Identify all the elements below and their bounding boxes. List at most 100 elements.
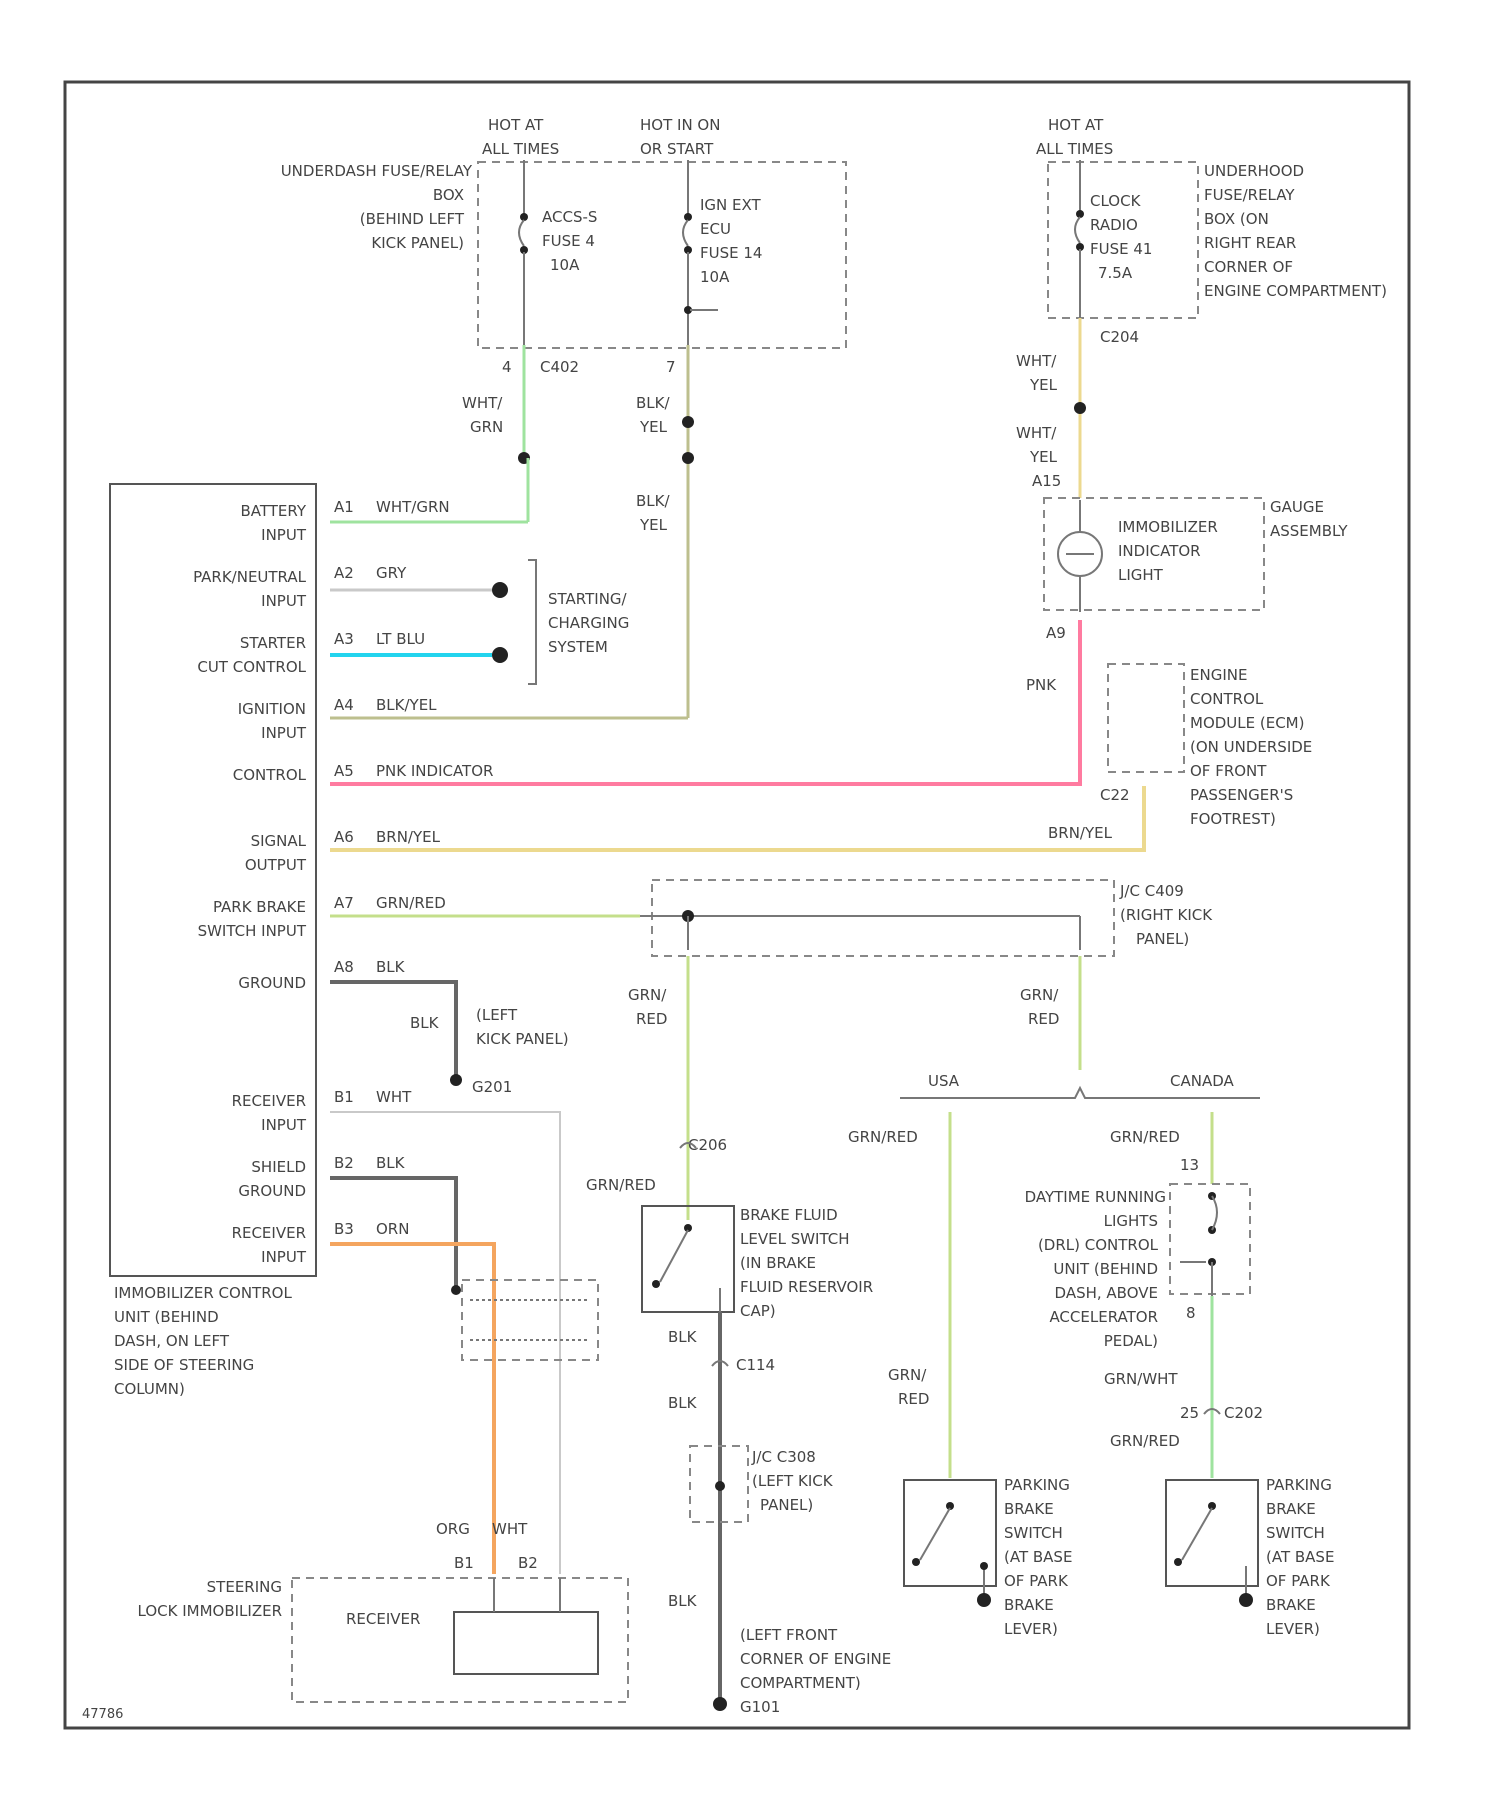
svg-text:SIGNAL: SIGNAL — [251, 832, 307, 850]
svg-text:SYSTEM: SYSTEM — [548, 638, 608, 656]
svg-text:RADIO: RADIO — [1090, 216, 1138, 234]
svg-text:COMPARTMENT): COMPARTMENT) — [740, 1674, 861, 1692]
svg-text:C114: C114 — [736, 1356, 775, 1374]
svg-text:INPUT: INPUT — [261, 526, 307, 544]
svg-text:WHT/: WHT/ — [1016, 352, 1057, 370]
brake-fluid-level-switch: C206 GRN/RED BRAKE FLUID LEVEL SWITCH (I… — [586, 1136, 891, 1716]
svg-text:USA: USA — [928, 1072, 960, 1090]
svg-text:OUTPUT: OUTPUT — [245, 856, 307, 874]
svg-text:BRAKE: BRAKE — [1266, 1596, 1316, 1614]
underhood-fuse-box: HOT AT ALL TIMES UNDERHOOD FUSE/RELAY BO… — [1036, 116, 1387, 346]
svg-text:KICK PANEL): KICK PANEL) — [371, 234, 464, 252]
svg-text:GRN/RED: GRN/RED — [586, 1176, 656, 1194]
svg-text:COLUMN): COLUMN) — [114, 1380, 185, 1398]
svg-text:(LEFT: (LEFT — [476, 1006, 518, 1024]
svg-text:A3: A3 — [334, 630, 354, 648]
svg-text:GRN/RED: GRN/RED — [1110, 1432, 1180, 1450]
svg-text:25: 25 — [1180, 1404, 1199, 1422]
svg-text:BLK: BLK — [410, 1014, 440, 1032]
svg-text:GRN: GRN — [470, 418, 503, 436]
svg-text:(LEFT KICK: (LEFT KICK — [752, 1472, 834, 1490]
svg-text:BLK: BLK — [376, 1154, 406, 1172]
svg-text:CONTROL: CONTROL — [233, 766, 307, 784]
svg-text:GRN/RED: GRN/RED — [1110, 1128, 1180, 1146]
svg-text:PNK: PNK — [1026, 676, 1057, 694]
svg-text:LEVER): LEVER) — [1004, 1620, 1058, 1638]
svg-text:FOOTREST): FOOTREST) — [1190, 810, 1276, 828]
svg-text:BRAKE FLUID: BRAKE FLUID — [740, 1206, 838, 1224]
svg-text:DAYTIME RUNNING: DAYTIME RUNNING — [1025, 1188, 1166, 1206]
svg-text:GRN/: GRN/ — [888, 1366, 927, 1384]
svg-text:PEDAL): PEDAL) — [1104, 1332, 1158, 1350]
svg-text:PARK/NEUTRAL: PARK/NEUTRAL — [193, 568, 307, 586]
svg-text:BRAKE: BRAKE — [1004, 1596, 1054, 1614]
svg-text:ORG: ORG — [436, 1520, 470, 1538]
svg-text:ENGINE: ENGINE — [1190, 666, 1247, 684]
svg-text:MODULE (ECM): MODULE (ECM) — [1190, 714, 1304, 732]
svg-text:CLOCK: CLOCK — [1090, 192, 1142, 210]
svg-text:B2: B2 — [334, 1154, 354, 1172]
svg-text:A4: A4 — [334, 696, 354, 714]
svg-text:WHT/GRN: WHT/GRN — [376, 498, 450, 516]
svg-text:YEL: YEL — [639, 516, 668, 534]
svg-text:RIGHT REAR: RIGHT REAR — [1204, 234, 1296, 252]
svg-text:GRN/RED: GRN/RED — [376, 894, 446, 912]
svg-text:LOCK IMMOBILIZER: LOCK IMMOBILIZER — [138, 1602, 283, 1620]
svg-text:(RIGHT KICK: (RIGHT KICK — [1120, 906, 1213, 924]
svg-text:A6: A6 — [334, 828, 354, 846]
svg-text:PARKING: PARKING — [1266, 1476, 1332, 1494]
svg-text:A1: A1 — [334, 498, 354, 516]
svg-text:CORNER OF ENGINE: CORNER OF ENGINE — [740, 1650, 891, 1668]
svg-text:4: 4 — [502, 358, 512, 376]
svg-text:GRN/: GRN/ — [1020, 986, 1059, 1004]
svg-text:CONTROL: CONTROL — [1190, 690, 1264, 708]
svg-text:G201: G201 — [472, 1078, 512, 1096]
svg-text:IGN EXT: IGN EXT — [700, 196, 762, 214]
svg-text:GRN/: GRN/ — [628, 986, 667, 1004]
immobilizer-control-unit: IMMOBILIZER CONTROL UNIT (BEHIND DASH, O… — [110, 484, 493, 1398]
svg-text:ENGINE COMPARTMENT): ENGINE COMPARTMENT) — [1204, 282, 1387, 300]
svg-text:PASSENGER'S: PASSENGER'S — [1190, 786, 1293, 804]
svg-text:A5: A5 — [334, 762, 354, 780]
svg-text:LEVEL SWITCH: LEVEL SWITCH — [740, 1230, 850, 1248]
svg-text:RED: RED — [1028, 1010, 1059, 1028]
svg-text:IGNITION: IGNITION — [238, 700, 306, 718]
svg-text:13: 13 — [1180, 1156, 1199, 1174]
gauge-assembly: IMMOBILIZER INDICATOR LIGHT GAUGE ASSEMB… — [1026, 498, 1348, 694]
svg-text:B1: B1 — [334, 1088, 354, 1106]
svg-text:STEERING: STEERING — [207, 1578, 282, 1596]
svg-text:C402: C402 — [540, 358, 579, 376]
svg-text:KICK PANEL): KICK PANEL) — [476, 1030, 569, 1048]
svg-text:BLK: BLK — [376, 958, 406, 976]
svg-text:OF FRONT: OF FRONT — [1190, 762, 1267, 780]
svg-text:RECEIVER: RECEIVER — [232, 1224, 306, 1242]
svg-text:BATTERY: BATTERY — [240, 502, 306, 520]
svg-text:LEVER): LEVER) — [1266, 1620, 1320, 1638]
top-wires: WHT/ GRN BLK/ YEL BLK/ YEL WHT/ YEL WHT/… — [462, 318, 1086, 718]
svg-text:BOX (ON: BOX (ON — [1204, 210, 1269, 228]
svg-text:INPUT: INPUT — [261, 724, 307, 742]
svg-text:WHT: WHT — [492, 1520, 528, 1538]
svg-text:(AT BASE: (AT BASE — [1266, 1548, 1334, 1566]
svg-text:DASH, ON LEFT: DASH, ON LEFT — [114, 1332, 230, 1350]
svg-text:INPUT: INPUT — [261, 592, 307, 610]
svg-text:ALL TIMES: ALL TIMES — [482, 140, 559, 158]
svg-text:(LEFT FRONT: (LEFT FRONT — [740, 1626, 838, 1644]
svg-text:BRAKE: BRAKE — [1004, 1500, 1054, 1518]
svg-text:FUSE 14: FUSE 14 — [700, 244, 762, 262]
svg-text:HOT AT: HOT AT — [1048, 116, 1104, 134]
svg-text:BLK: BLK — [668, 1592, 698, 1610]
control-unit-wires: STARTING/ CHARGING SYSTEM BRN/YEL BLK (L… — [330, 522, 1144, 1574]
svg-text:DASH, ABOVE: DASH, ABOVE — [1055, 1284, 1158, 1302]
svg-text:PANEL): PANEL) — [760, 1496, 813, 1514]
svg-text:INPUT: INPUT — [261, 1248, 307, 1266]
svg-text:UNIT (BEHIND: UNIT (BEHIND — [1053, 1260, 1158, 1278]
svg-text:(DRL) CONTROL: (DRL) CONTROL — [1038, 1236, 1159, 1254]
svg-text:RECEIVER: RECEIVER — [346, 1610, 420, 1628]
svg-text:A7: A7 — [334, 894, 354, 912]
svg-text:ACCS-S: ACCS-S — [542, 208, 597, 226]
svg-text:YEL: YEL — [1029, 448, 1058, 466]
svg-text:BLK/YEL: BLK/YEL — [376, 696, 437, 714]
svg-text:RED: RED — [898, 1390, 929, 1408]
